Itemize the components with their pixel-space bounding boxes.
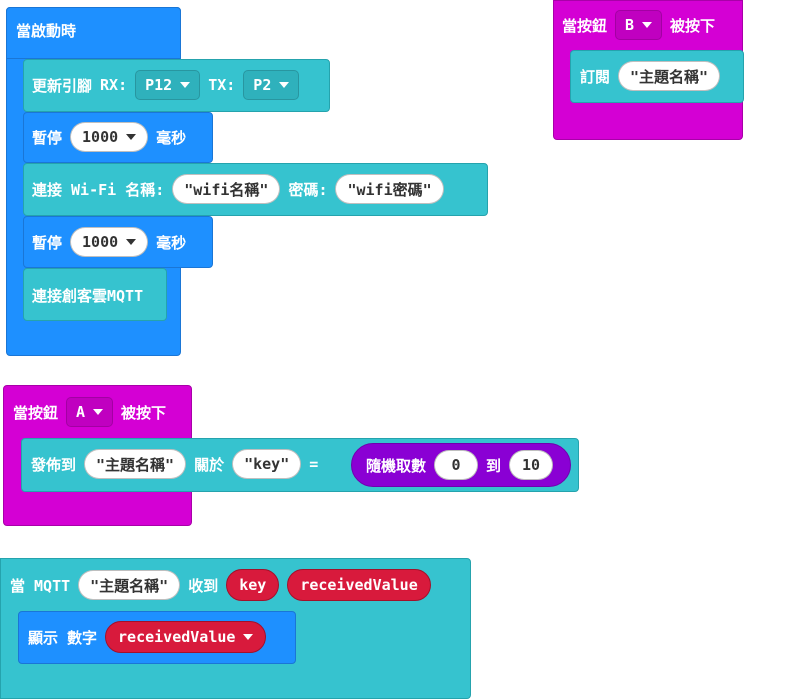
rx-pin-dropdown[interactable]: P12 [135,70,201,100]
on-button-prefix: 當按鈕 [562,16,608,35]
chevron-down-icon [126,239,137,245]
chevron-down-icon [93,409,104,415]
button-selector-value: A [76,403,86,421]
connect-wifi-label: 連接 Wi-Fi 名稱: [32,180,165,199]
on-button-suffix: 被按下 [670,16,716,35]
publish-key-input[interactable]: "key" [232,449,302,479]
button-selector-dropdown[interactable]: A [66,397,114,427]
pause-duration-value: 1000 [82,233,119,251]
wifi-password-input[interactable]: "wifi密碼" [335,174,444,204]
publish-label: 發佈到 [31,455,77,474]
publish-about-label: 關於 [194,455,225,474]
on-button-prefix: 當按鈕 [13,403,59,422]
on-start-hat-label: 當啟動時 [16,22,77,40]
connect-mqtt-label: 連接創客雲MQTT [32,287,144,305]
pause-duration-dropdown[interactable]: 1000 [70,122,149,152]
received-value-variable[interactable]: receivedValue [287,569,431,601]
pause-duration-value: 1000 [82,128,119,146]
pause-duration-dropdown[interactable]: 1000 [70,227,149,257]
rx-pin-value: P12 [145,76,173,94]
chevron-down-icon [279,82,290,88]
tx-pin-dropdown[interactable]: P2 [243,70,300,100]
pause-unit: 毫秒 [156,128,187,147]
show-variable-value: receivedValue [118,628,236,646]
show-variable-dropdown[interactable]: receivedValue [105,621,267,653]
on-start-hat-extension [6,7,181,59]
on-mqtt-label: 當 MQTT [10,576,71,595]
publish-topic-input[interactable]: "主題名稱" [84,449,187,479]
chevron-down-icon [126,134,137,140]
random-to-label: 到 [486,456,502,475]
connect-mqtt-block[interactable] [23,268,167,321]
tx-pin-value: P2 [253,76,272,94]
wifi-password-label: 密碼: [288,180,328,199]
subscribe-label: 訂閱 [580,67,611,86]
mqtt-topic-input[interactable]: "主題名稱" [78,570,181,600]
subscribe-topic-input[interactable]: "主題名稱" [618,61,721,91]
chevron-down-icon [180,82,191,88]
button-selector-value: B [625,16,635,34]
random-from-input[interactable]: 0 [434,450,479,480]
random-label: 隨機取數 [366,456,427,475]
show-number-label: 顯示 數字 [28,628,98,647]
button-selector-dropdown[interactable]: B [615,10,663,40]
wifi-ssid-input[interactable]: "wifi名稱" [172,174,281,204]
key-variable[interactable]: key [226,569,280,601]
rx-label: RX: [100,76,128,94]
random-to-input[interactable]: 10 [509,450,554,480]
tx-label: TX: [208,76,236,94]
received-label: 收到 [188,576,219,595]
on-button-suffix: 被按下 [121,403,167,422]
chevron-down-icon [642,22,653,28]
chevron-down-icon [243,634,254,640]
pause-label: 暫停 [32,128,63,147]
set-pins-label: 更新引腳 [32,76,93,95]
equals-label: = [309,455,319,473]
pause-unit: 毫秒 [156,233,187,252]
pause-label: 暫停 [32,233,63,252]
